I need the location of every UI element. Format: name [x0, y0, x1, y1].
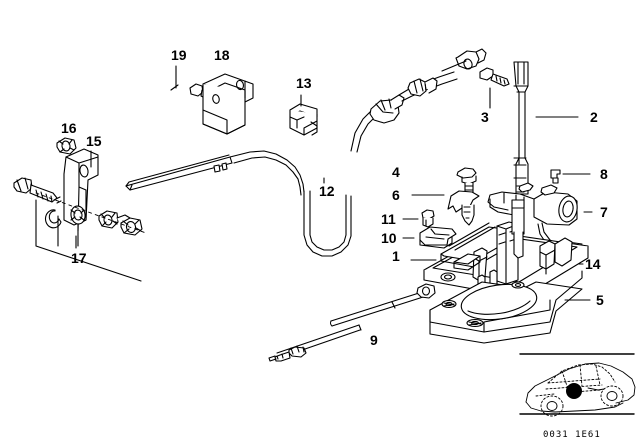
- part-13-cable-retaining-clamp: [289, 94, 318, 136]
- callout-4[interactable]: 4: [392, 164, 400, 180]
- callout-11[interactable]: 11: [381, 211, 396, 227]
- callout-14[interactable]: 14: [585, 256, 601, 272]
- callout-8[interactable]: 8: [600, 166, 608, 182]
- callout-3[interactable]: 3: [481, 109, 489, 125]
- callout-18[interactable]: 18: [214, 47, 230, 63]
- callout-17[interactable]: 17: [71, 250, 87, 266]
- location-dot: [566, 383, 582, 399]
- part-1-selector-lever-housing-base: [410, 199, 589, 299]
- callout-19[interactable]: 19: [171, 47, 187, 63]
- vehicle-location-thumbnail: [519, 353, 636, 417]
- part-7-solenoid-shift-lock-actuator: [487, 182, 593, 253]
- part-9-selector-rod: [268, 283, 436, 362]
- part-18-support-bracket: [202, 73, 254, 135]
- callout-5[interactable]: 5: [596, 292, 604, 308]
- callout-13[interactable]: 13: [296, 75, 312, 91]
- callout-2[interactable]: 2: [590, 109, 598, 125]
- callout-9[interactable]: 9: [370, 332, 378, 348]
- part-11-hex-nut: [402, 209, 435, 228]
- callout-6[interactable]: 6: [392, 187, 400, 203]
- part-10-slide-bracket: [402, 226, 457, 249]
- part-12-bowden-control-cable: [125, 94, 405, 257]
- callout-12[interactable]: 12: [319, 183, 335, 199]
- callout-16[interactable]: 16: [61, 120, 77, 136]
- part-5-sealing-gasket-plate: [429, 270, 591, 344]
- diagram-id-caption: 0031 1E61: [543, 430, 601, 440]
- part-8-retaining-clip: [550, 169, 591, 184]
- part-6-expanding-rivet-clip: [411, 190, 480, 226]
- callout-10[interactable]: 10: [381, 230, 397, 246]
- callout-1[interactable]: 1: [392, 248, 400, 264]
- part-upper-linkage-rod: [398, 48, 487, 102]
- part-2-shift-lever-rod: [513, 61, 579, 195]
- callout-7[interactable]: 7: [600, 204, 608, 220]
- callout-15[interactable]: 15: [86, 133, 102, 149]
- part-17-fastener-kit: [13, 137, 147, 282]
- part-3-hex-bolt: [479, 67, 510, 109]
